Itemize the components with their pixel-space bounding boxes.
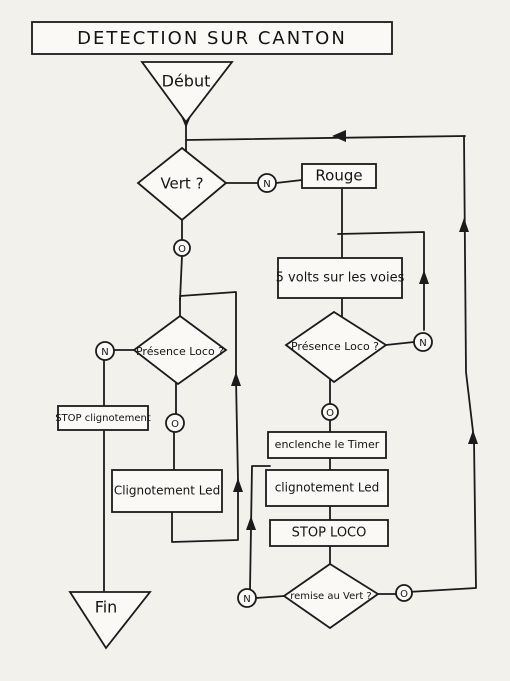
decision-vert-label: Vert ? — [160, 175, 203, 193]
connector-o-remise: O — [395, 584, 413, 602]
line-top-loop — [185, 135, 466, 141]
svg-text:N: N — [101, 347, 108, 358]
process-clignotement-right-label: clignotement Led — [275, 481, 380, 495]
process-stop-clignotement: STOP clignotement — [55, 405, 151, 431]
connector-n-remise: N — [237, 588, 257, 608]
decision-remise-vert: remise au Vert ? — [282, 562, 380, 630]
process-clignotement-left: Clignotement Led — [111, 469, 223, 513]
line-n-rouge — [275, 179, 303, 184]
process-stop-loco: STOP LOCO — [269, 519, 389, 547]
line-right-n-loop — [337, 231, 425, 331]
connector-o-presence-right: O — [321, 403, 339, 421]
arrow-clign-right-loop — [246, 516, 256, 530]
svg-text:N: N — [419, 338, 426, 349]
svg-text:N: N — [243, 594, 250, 605]
arrow-right-return-lower — [468, 430, 478, 444]
process-5-volts-label: 5 volts sur les voies — [276, 271, 405, 286]
svg-text:O: O — [326, 408, 334, 419]
line-clign-loop — [249, 465, 271, 591]
svg-text:O: O — [178, 244, 186, 255]
line-clign-left-loop — [171, 479, 239, 543]
line-o-left — [179, 255, 183, 301]
end-node: Fin — [68, 591, 152, 650]
title-box: DETECTION SUR CANTON — [31, 21, 393, 55]
svg-text:N: N — [263, 179, 270, 190]
line-remise-n — [255, 595, 285, 599]
decision-remise-vert-label: remise au Vert ? — [290, 591, 371, 602]
process-rouge-label: Rouge — [315, 167, 362, 185]
line-presence-n — [385, 341, 415, 346]
arrow-left-loop — [231, 372, 241, 386]
svg-text:O: O — [171, 419, 179, 430]
decision-presence-left-label: Présence Loco ? — [136, 345, 224, 358]
connector-n-vert: N — [257, 173, 277, 193]
connector-o-vert: O — [173, 239, 191, 257]
process-stop-loco-label: STOP LOCO — [292, 526, 367, 541]
line-left-loop — [179, 291, 239, 481]
start-node: Début — [140, 61, 234, 124]
process-rouge: Rouge — [301, 163, 377, 189]
connector-o-presence-left: O — [165, 413, 185, 433]
decision-presence-right-label: Présence Loco ? — [291, 340, 379, 353]
decision-presence-right: Présence Loco ? — [284, 310, 388, 384]
connector-n-presence-left: N — [95, 341, 115, 361]
end-label: Fin — [95, 598, 118, 617]
arrow-top-loop — [332, 130, 346, 142]
process-stop-clignotement-label: STOP clignotement — [55, 413, 151, 424]
process-enclenche-timer-label: enclenche le Timer — [275, 438, 380, 451]
connector-n-presence-right: N — [413, 332, 433, 352]
process-clignotement-left-label: Clignotement Led — [114, 484, 220, 498]
arrow-left-clign-loop — [233, 478, 243, 492]
process-5-volts: 5 volts sur les voies — [276, 257, 405, 299]
decision-presence-left: Présence Loco ? — [132, 314, 228, 386]
process-enclenche-timer: enclenche le Timer — [267, 431, 387, 459]
diagram-title: DETECTION SUR CANTON — [77, 28, 347, 49]
start-label: Début — [162, 72, 211, 91]
decision-vert: Vert ? — [136, 146, 228, 222]
process-clignotement-right: clignotement Led — [265, 469, 389, 507]
arrow-right-return-upper — [459, 218, 469, 232]
line-right-return — [407, 135, 477, 593]
svg-text:O: O — [400, 589, 408, 600]
arrow-right-n-loop — [419, 270, 429, 284]
